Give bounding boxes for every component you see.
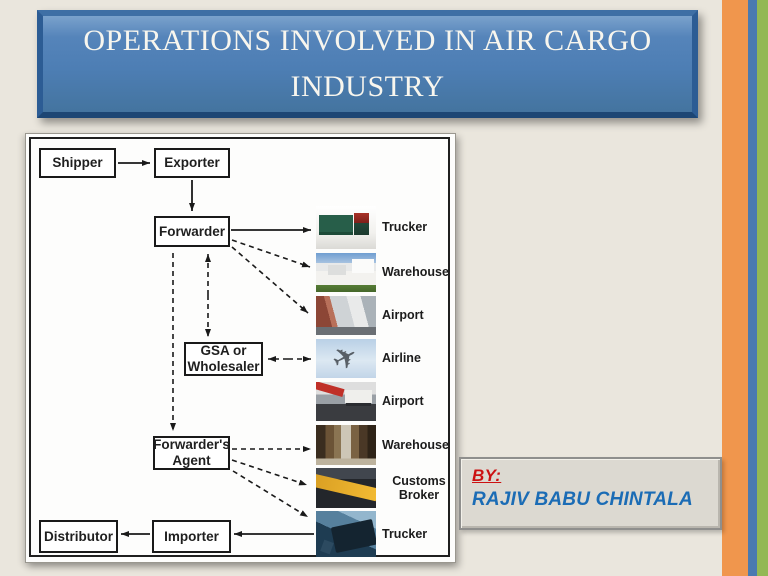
accent-stripe-blue xyxy=(748,0,757,576)
node-importer: Importer xyxy=(152,520,231,553)
airport-cargo-crane-photo xyxy=(316,382,376,421)
author-box: BY: RAJIV BABU CHINTALA xyxy=(459,457,722,530)
accent-stripe-orange xyxy=(722,0,748,576)
service-label: Warehouse xyxy=(382,265,449,280)
service-row-trucker-1: Trucker xyxy=(316,206,456,249)
service-row-airport-1: Airport xyxy=(316,296,456,335)
airplane-icon: ✈ xyxy=(326,339,365,378)
service-row-airport-2: Airport xyxy=(316,382,456,421)
title-plaque: OPERATIONS INVOLVED IN AIR CARGO INDUSTR… xyxy=(37,10,698,118)
service-row-trucker-2: Trucker xyxy=(316,511,456,557)
arrow-forwarder-airport1 xyxy=(231,246,309,314)
accent-stripe-green xyxy=(757,0,768,576)
by-label: BY: xyxy=(472,466,502,485)
warehouse-exterior-photo xyxy=(316,253,376,292)
service-row-warehouse-2: Warehouse xyxy=(316,425,456,465)
airport-cargo-loading-photo xyxy=(316,296,376,335)
service-row-airline: ✈ Airline xyxy=(316,339,456,378)
service-label: Customs Broker xyxy=(392,473,446,502)
node-shipper: Shipper xyxy=(39,148,116,178)
service-label: Trucker xyxy=(382,526,428,541)
node-exporter: Exporter xyxy=(154,148,230,178)
node-forwarders-agent: Forwarder's Agent xyxy=(153,436,230,470)
dark-truck-cab-photo xyxy=(316,511,376,557)
airplane-in-flight-photo: ✈ xyxy=(316,339,376,378)
service-label: Airport xyxy=(382,308,424,323)
arrow-agent-trucker2 xyxy=(232,470,309,518)
slide-title: OPERATIONS INVOLVED IN AIR CARGO INDUSTR… xyxy=(83,24,652,103)
service-label: Warehouse xyxy=(382,437,449,452)
service-label: Trucker xyxy=(382,220,428,235)
service-label: Airline xyxy=(382,351,421,366)
customs-inspection-photo xyxy=(316,468,376,508)
flowchart-panel: Shipper Exporter Forwarder GSA or Wholes… xyxy=(25,133,456,563)
arrow-forwarder-warehouse1 xyxy=(231,239,311,268)
warehouse-interior-photo xyxy=(316,425,376,465)
node-forwarder: Forwarder xyxy=(154,216,230,247)
author-name: RAJIV BABU CHINTALA xyxy=(472,489,693,510)
node-gsa-wholesaler: GSA or Wholesaler xyxy=(184,342,263,376)
service-label: Airport xyxy=(382,394,424,409)
arrow-agent-customs xyxy=(231,459,308,486)
green-semi-truck-photo xyxy=(316,206,376,249)
service-row-warehouse-1: Warehouse xyxy=(316,253,456,292)
service-row-customs-broker: Customs Broker xyxy=(316,468,456,508)
node-distributor: Distributor xyxy=(39,520,118,553)
